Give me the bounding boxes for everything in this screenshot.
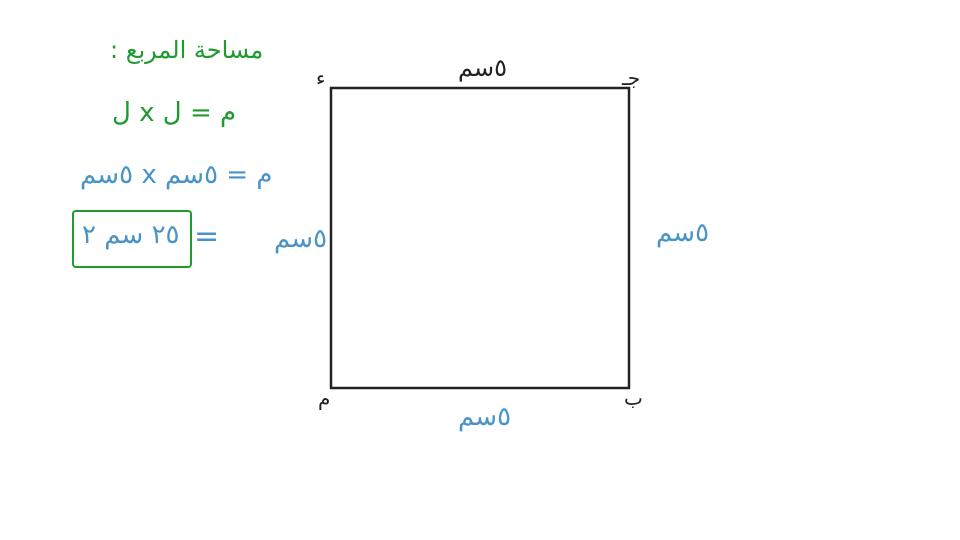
side-label-left: ٥سم [274,224,328,254]
vertex-top-right: جـ [622,66,641,90]
square-shape [329,86,631,390]
answer-box [72,210,192,268]
vertex-bottom-right: ب [624,386,643,410]
side-label-bottom: ٥سم [458,402,512,432]
vertex-bottom-left: م [318,386,331,410]
result-equals-sign: = [194,219,220,254]
side-label-top: ٥سم [458,54,507,82]
vertex-top-left: ء [316,66,326,90]
area-formula-substituted: م = ٥سم x ٥سم [80,160,273,190]
area-result: ٢٥ سم ٢ [82,220,180,250]
side-label-right: ٥سم [656,218,710,248]
area-title: مساحة المربع : [110,36,264,64]
area-formula-general: م = ل x ل [112,98,237,128]
